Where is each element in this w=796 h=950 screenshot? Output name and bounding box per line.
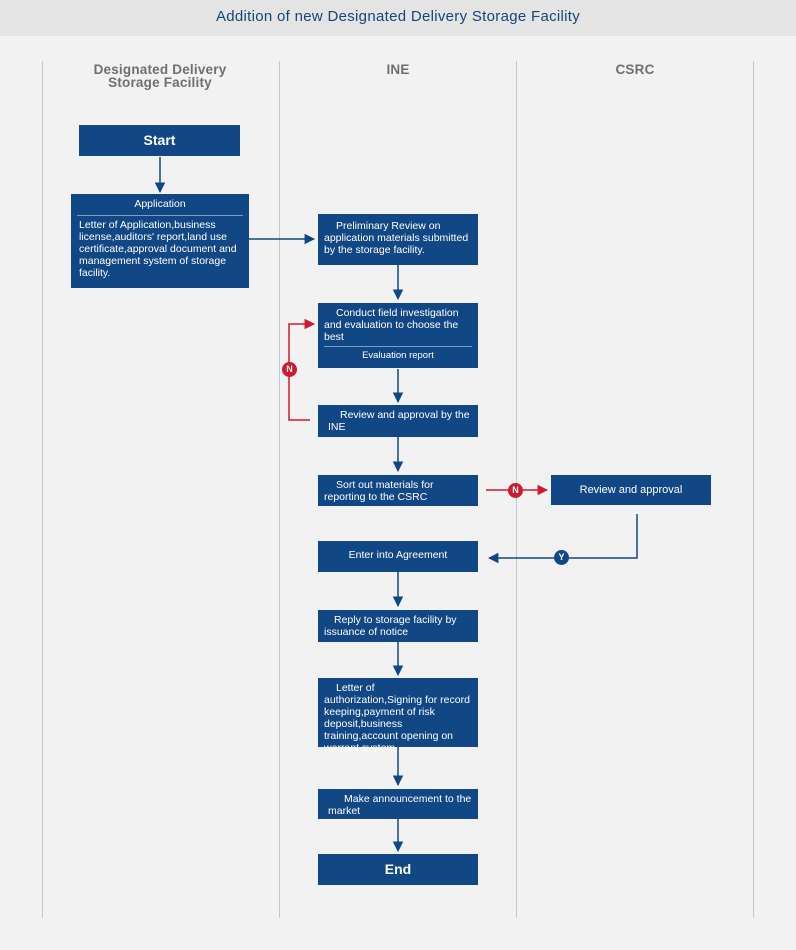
end-node: End [318, 854, 478, 885]
lane-header-storage-facility: Designated Delivery Storage Facility [93, 62, 227, 90]
enter-agreement-node: Enter into Agreement [318, 541, 478, 572]
sort-out-node: Sort out materials for reporting to the … [318, 475, 478, 506]
lane-divider [279, 61, 280, 918]
lane-header-csrc: CSRC [615, 62, 655, 77]
lane-divider [753, 61, 754, 918]
page-title: Addition of new Designated Delivery Stor… [215, 8, 581, 25]
arrow-csrc-yes-to-agreement [487, 514, 638, 564]
title-bar [0, 0, 796, 36]
lane-divider [42, 61, 43, 918]
letter-authorization-node: Letter of authorization,Signing for reco… [318, 678, 478, 754]
application-node: Application Letter of Application,busine… [71, 194, 249, 288]
reply-notice-node: Reply to storage facility by issuance of… [318, 610, 478, 642]
preliminary-review-node: Preliminary Review on application materi… [318, 214, 478, 265]
field-investigation-divider [324, 346, 472, 347]
application-title: Application [134, 198, 186, 210]
application-divider [77, 215, 243, 216]
field-investigation-text: Conduct field investigation and evaluati… [324, 307, 459, 343]
no-csrc-marker: N [508, 483, 523, 498]
csrc-review-node: Review and approval [551, 475, 711, 505]
evaluation-report-label: Evaluation report [362, 350, 434, 361]
application-body: Letter of Application,business license,a… [79, 219, 237, 279]
review-ine-node: Review and approval by the INE [318, 405, 478, 437]
no-loop-marker: N [282, 362, 297, 377]
start-node: Start [79, 125, 240, 156]
lane-header-ine: INE [386, 62, 410, 77]
yes-csrc-marker: Y [554, 550, 569, 565]
field-investigation-node: Conduct field investigation and evaluati… [318, 303, 478, 368]
announcement-node: Make announcement to the market [318, 789, 478, 819]
